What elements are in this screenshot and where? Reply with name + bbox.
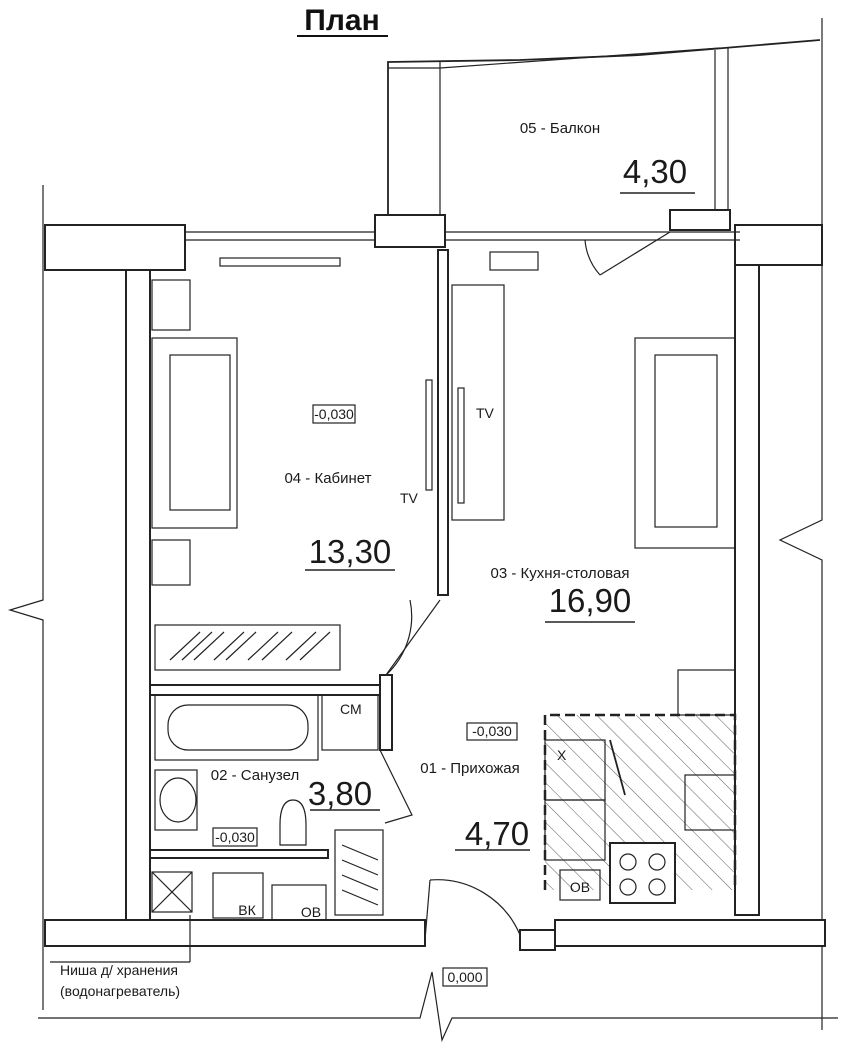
bathtub (154, 694, 319, 761)
hangers-office (169, 631, 331, 661)
vk-label: ВК (238, 902, 256, 918)
washing-machine (321, 694, 379, 751)
burner-2 (648, 853, 666, 871)
utility-wall (149, 849, 329, 859)
wall-entrance-jamb (519, 929, 556, 951)
tv-label-office: TV (400, 490, 419, 506)
bathroom-area: 3,80 (308, 775, 372, 812)
right-break-line (778, 18, 823, 1030)
radiator-kitchen (489, 251, 539, 271)
tv-label-kitchen: TV (476, 405, 495, 421)
office-wardrobe (154, 624, 341, 671)
wall-left (125, 269, 151, 921)
kitchen-sofa-seat (654, 354, 718, 528)
niche-label-line1: Ниша д/ хранения (60, 962, 178, 978)
bottom-break-line (38, 971, 838, 1043)
hallway-wardrobe (334, 829, 384, 916)
bathroom-sink-bowl (159, 777, 197, 823)
partition-office-kitchen (437, 249, 449, 596)
wall-top-left (44, 224, 186, 271)
office-name: 04 - Кабинет (284, 470, 371, 487)
entrance-door-leaf (424, 879, 431, 941)
balcony-outline (387, 39, 821, 215)
entrance-door-arc (429, 879, 521, 936)
kitchen-cabinet (451, 284, 505, 521)
fridge-door (609, 739, 626, 796)
office-nightstand-bottom (151, 539, 191, 586)
entrance-level: 0,000 (447, 969, 482, 985)
office-level-box (312, 404, 356, 424)
balcony-rail-2 (439, 47, 721, 69)
wall-bottom-right (554, 919, 826, 947)
fridge-label: Х (557, 747, 567, 763)
kitchen-sink (684, 774, 736, 831)
office-nightstand-top (151, 279, 191, 331)
office-area: 13,30 (309, 533, 392, 570)
bathroom-sink (154, 769, 198, 831)
balcony-corner (669, 209, 731, 231)
ov-bath-label: ОВ (301, 904, 321, 920)
kitchen-upper-cabinet (677, 669, 736, 716)
office-sofa-seat (169, 354, 231, 511)
niche-box (151, 871, 193, 913)
ov-bath-box (271, 884, 327, 921)
tv-panel-kitchen (457, 387, 465, 504)
wall-bottom-left (44, 919, 426, 947)
burner-3 (619, 878, 637, 896)
radiator-office (219, 257, 341, 267)
bathroom-wall-top (149, 684, 391, 696)
vk-box (212, 872, 264, 919)
balcony-name: 05 - Балкон (520, 120, 600, 137)
hallway-name: 01 - Прихожая (420, 760, 520, 777)
kitchen-counter (544, 799, 606, 861)
niche-label-line2: (водонагреватель) (60, 983, 180, 999)
balcony-door-arc (584, 239, 601, 276)
office-door-arc (385, 599, 413, 676)
burner-1 (619, 853, 637, 871)
bathroom-name: 02 - Санузел (211, 767, 299, 784)
hallway-level-box (466, 722, 518, 741)
bathroom-door (379, 749, 413, 824)
wall-right (734, 264, 760, 916)
window-pier (374, 214, 446, 248)
ov-kitchen-box (559, 869, 601, 901)
niche-cross-2 (151, 871, 193, 913)
office-door-leaf (385, 599, 441, 676)
hallway-level: -0,030 (472, 723, 512, 739)
toilet (279, 799, 307, 846)
entrance-level-box (442, 967, 488, 987)
office-level: -0,030 (314, 406, 354, 422)
balcony-door-leaf (599, 231, 671, 276)
balcony-area: 4,30 (623, 153, 687, 190)
kitchen-area: 16,90 (549, 582, 632, 619)
wall-top-right (734, 224, 823, 266)
burner-4 (648, 878, 666, 896)
left-break-line (7, 185, 44, 1010)
bathroom-level-box (212, 827, 258, 847)
kitchen-sofa (634, 337, 736, 549)
kitchen-stove (609, 842, 676, 904)
hangers-hallway (341, 844, 379, 906)
tv-panel-office (425, 379, 433, 491)
bathroom-level: -0,030 (215, 829, 255, 845)
kitchen-name: 03 - Кухня-столовая (491, 565, 630, 582)
plan-title: План (304, 4, 379, 37)
hallway-area: 4,70 (465, 815, 529, 852)
bathroom-wall-right (379, 674, 393, 751)
bathtub-inner (167, 704, 309, 751)
ov-kitchen-label: ОВ (570, 879, 590, 895)
washing-machine-label: СМ (340, 701, 362, 717)
office-sofa (151, 337, 238, 529)
